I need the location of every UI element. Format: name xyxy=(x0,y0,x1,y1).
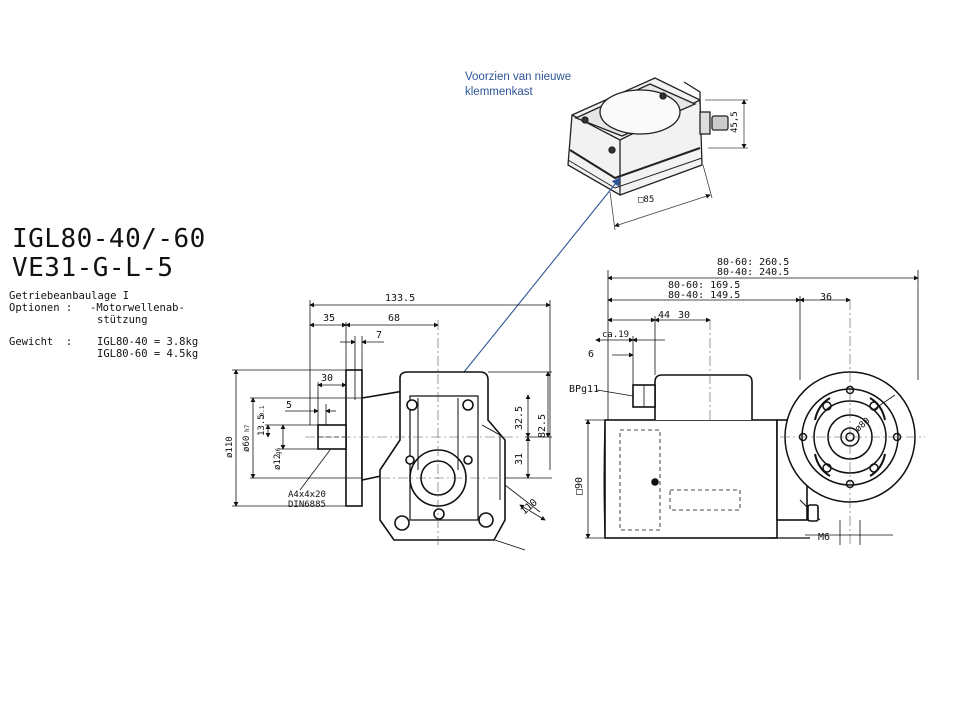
dim-5: 5 xyxy=(286,400,292,411)
key-spec-1: A4x4x20 xyxy=(288,490,326,500)
options-value-1: -Motorwellenab- xyxy=(90,302,185,314)
terminal-box-dims xyxy=(609,99,748,231)
annotation-line-1: Voorzien van nieuwe xyxy=(465,71,572,83)
dim-82-5: 82.5 xyxy=(537,414,548,438)
annotation-line-2: klemmenkast xyxy=(465,86,533,98)
motor-center-lines xyxy=(709,300,925,545)
terminal-box-illustration xyxy=(567,77,729,196)
dim-110: 110 xyxy=(519,497,540,517)
dim-6: 6 xyxy=(588,349,594,360)
model-title: IGL80-40/-60 xyxy=(12,224,206,254)
options-label: Optionen : xyxy=(9,302,73,314)
dim-60-dia: ø60 xyxy=(242,436,252,452)
dim-ca19: ca.19 xyxy=(602,330,629,340)
bolt-label: M6 xyxy=(818,532,830,543)
installation-text: Getriebeanbaulage I xyxy=(9,290,130,302)
box-square-label: □85 xyxy=(638,195,654,205)
dim-13-5-tol: -0.1 xyxy=(259,405,266,420)
dim-32-5: 32.5 xyxy=(514,406,525,430)
gearbox-side-view xyxy=(317,369,506,541)
dim-90: □90 xyxy=(574,477,585,495)
dim-12-tol: g6 xyxy=(275,447,282,455)
motor-title: VE31-G-L-5 xyxy=(12,253,174,283)
dim-13-5: 13.5 xyxy=(257,414,267,436)
dim-30-motor: 30 xyxy=(678,310,690,321)
weight-label: Gewicht : xyxy=(9,336,73,348)
dim-68: 68 xyxy=(388,313,400,324)
key-spec-2: DIN6885 xyxy=(288,500,326,510)
dim-30: 30 xyxy=(321,373,333,384)
dim-133-5: 133.5 xyxy=(385,293,415,304)
dim-44: 44 xyxy=(658,310,670,321)
dim-36: 36 xyxy=(820,292,832,303)
dim-110-dia: ø110 xyxy=(225,436,235,458)
gland-label: BPg11 xyxy=(569,384,599,395)
dim-31: 31 xyxy=(514,453,525,465)
box-height-label: 45,5 xyxy=(730,111,740,133)
len-60-mid: 80-60: 169.5 xyxy=(668,280,740,291)
motor-dimension-lines xyxy=(585,270,919,545)
len-40-mid: 80-40: 149.5 xyxy=(668,290,740,301)
len-60-total: 80-60: 260.5 xyxy=(717,257,789,268)
gearbox-center-lines xyxy=(305,320,520,545)
options-value-2: stützung xyxy=(97,314,148,326)
dim-60-tol: h7 xyxy=(244,424,251,432)
dim-12-dia: ø12 xyxy=(273,454,283,470)
dim-7: 7 xyxy=(376,330,382,341)
gearbox-dimension-lines xyxy=(232,300,552,551)
annotation-note: Voorzien van nieuwe klemmenkast xyxy=(465,70,605,100)
dim-35: 35 xyxy=(323,313,335,324)
annotation-leader-arrow xyxy=(455,177,621,383)
weight-2: IGL80-60 = 4.5kg xyxy=(97,348,199,360)
weight-1: IGL80-40 = 3.8kg xyxy=(97,336,199,348)
len-40-total: 80-40: 240.5 xyxy=(717,267,789,278)
